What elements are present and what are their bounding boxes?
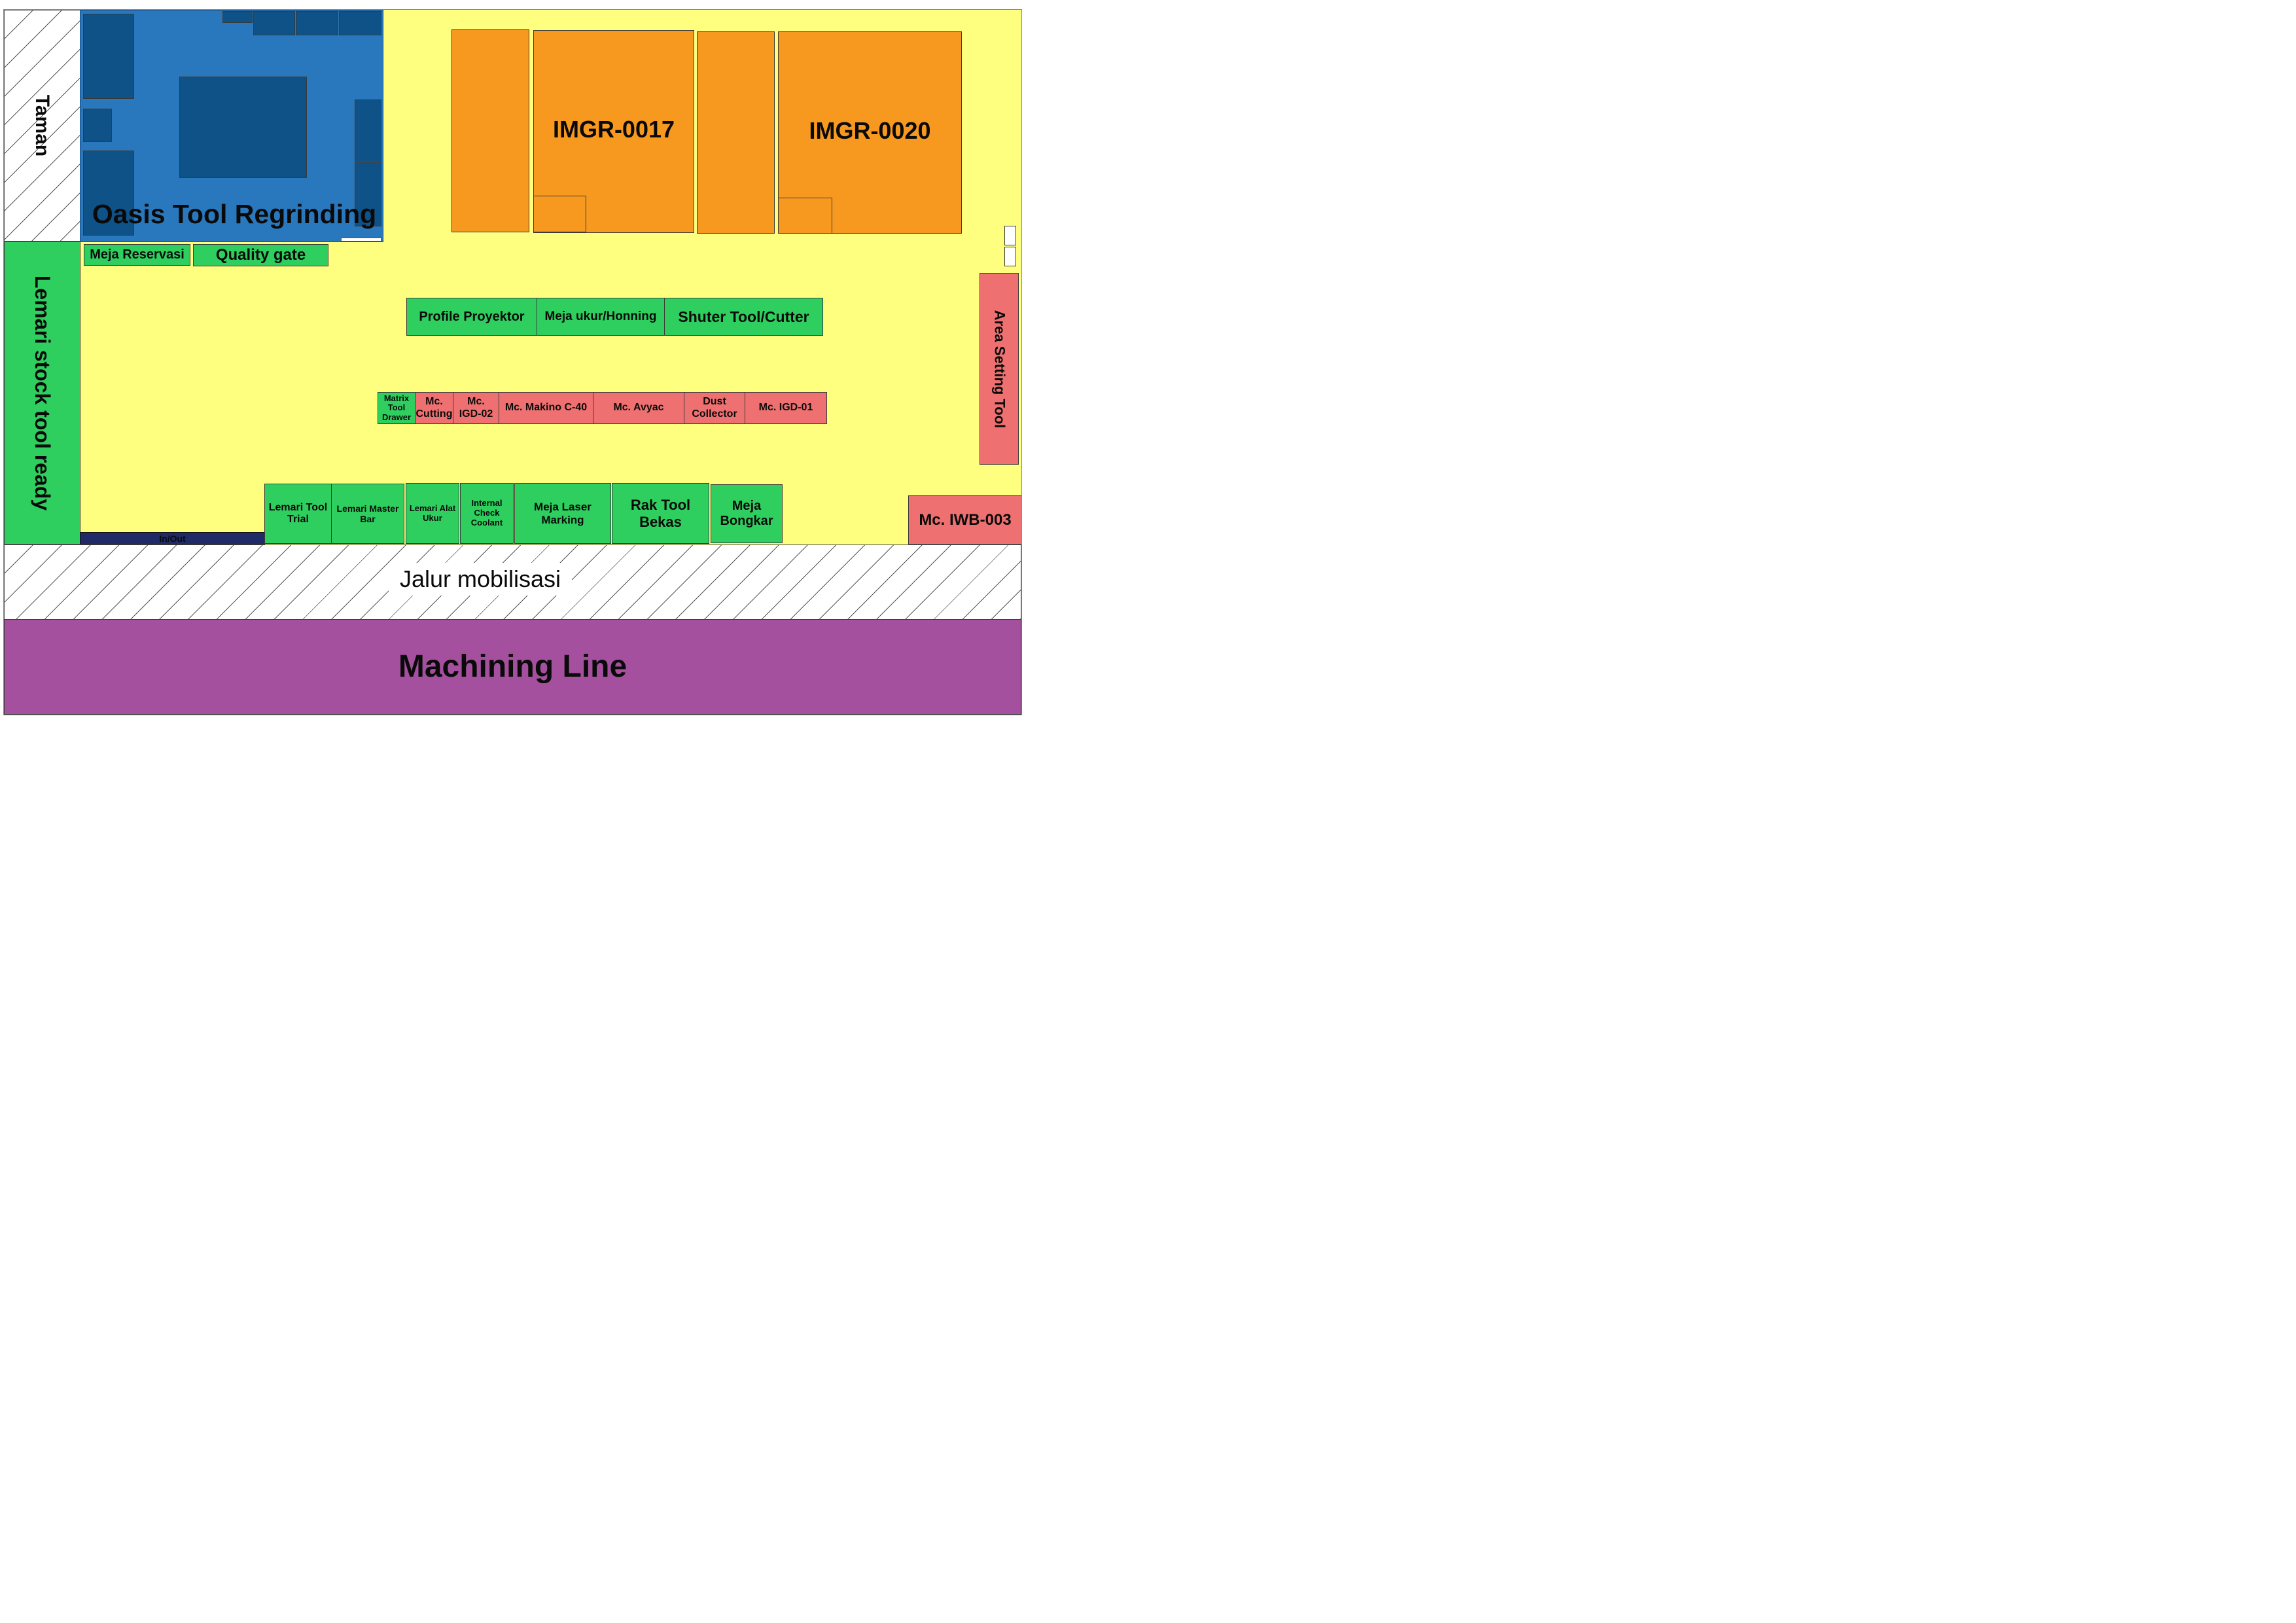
mc-iwb-003: Mc. IWB-003 <box>908 495 1022 544</box>
mc-igd-01: Mc. IGD-01 <box>745 392 827 424</box>
oasis-equipment-left-3 <box>83 151 134 236</box>
layout-canvas: Taman Oasis Tool Regrinding Lemari stock… <box>0 0 1026 724</box>
oasis-equipment-left-1 <box>83 14 134 99</box>
shuter-tool-cutter: Shuter Tool/Cutter <box>664 298 823 336</box>
machining-line-label: Machining Line <box>398 649 627 685</box>
oasis-equipment-top-2 <box>296 11 338 35</box>
profile-proyektor: Profile Proyektor <box>406 298 537 336</box>
mc-igd-02-label: Mc. IGD-02 <box>459 396 493 419</box>
oasis-equipment-right-1 <box>355 99 381 162</box>
imgr-0017-side-unit <box>451 29 529 232</box>
in-out-label: In/Out <box>159 533 186 544</box>
lemari-master-bar: Lemari Master Bar <box>331 484 404 544</box>
mc-makino-label: Mc. Makino C-40 <box>504 402 588 414</box>
oasis-equipment-top-small <box>222 11 253 23</box>
mc-avyac-label: Mc. Avyac <box>613 402 664 414</box>
mc-cutting-label: Mc. Cutting <box>415 396 453 419</box>
meja-reservasi-label: Meja Reservasi <box>90 247 185 262</box>
mc-makino-c40: Mc. Makino C-40 <box>499 392 593 424</box>
lemari-alat-ukur-label: Lemari Alat Ukur <box>409 503 456 523</box>
quality-gate: Quality gate <box>193 244 328 266</box>
internal-check-coolant: Internal Check Coolant <box>460 483 514 544</box>
rak-tool-bekas: Rak Tool Bekas <box>612 483 709 544</box>
oasis-equipment-right-2 <box>355 162 381 226</box>
shuter-tool-label: Shuter Tool/Cutter <box>678 308 809 325</box>
lemari-tool-trial: Lemari Tool Trial <box>264 484 332 544</box>
meja-laser-marking: Meja Laser Marking <box>514 483 611 544</box>
mc-igd-02: Mc. IGD-02 <box>453 392 499 424</box>
lemari-tool-trial-label: Lemari Tool Trial <box>268 501 328 525</box>
imgr-0017-control-panel <box>533 196 586 232</box>
oasis-equipment-left-2 <box>83 109 112 142</box>
matrix-tool-drawer: Matrix Tool Drawer <box>378 392 415 424</box>
oasis-label: Oasis Tool Regrinding <box>92 199 377 230</box>
meja-reservasi: Meja Reservasi <box>84 244 190 266</box>
imgr-0020-control-panel <box>778 198 832 234</box>
in-out-strip: In/Out <box>80 532 265 544</box>
imgr-0020-side-unit <box>697 31 775 234</box>
jalur-label-box: Jalur mobilisasi <box>389 563 572 596</box>
small-cabinet-1 <box>1004 226 1016 245</box>
small-cabinet-2 <box>1004 247 1016 266</box>
outer-frame <box>3 9 1022 715</box>
oasis-equipment-center <box>179 77 307 178</box>
dust-collector: Dust Collector <box>684 392 745 424</box>
area-setting-tool <box>980 273 1019 465</box>
meja-ukur-label: Meja ukur/Honning <box>544 310 657 324</box>
imgr-0017-label: IMGR-0017 <box>552 116 675 143</box>
oasis-equipment-top-1 <box>253 11 295 35</box>
dust-collector-label: Dust Collector <box>692 396 737 419</box>
machining-line: Machining Line <box>4 619 1021 715</box>
taman-zone <box>4 10 80 241</box>
lemari-stock-tool-ready <box>4 241 80 544</box>
oasis-label-box: Oasis Tool Regrinding <box>85 196 383 233</box>
oasis-equipment-corner-tag <box>341 238 381 241</box>
quality-gate-label: Quality gate <box>215 246 306 264</box>
meja-ukur-honning: Meja ukur/Honning <box>537 298 665 336</box>
imgr-0020-label: IMGR-0020 <box>809 117 931 144</box>
mc-avyac: Mc. Avyac <box>593 392 684 424</box>
profile-proyektor-label: Profile Proyektor <box>419 309 525 324</box>
rak-tool-bekas-label: Rak Tool Bekas <box>630 497 691 530</box>
mc-igd-01-label: Mc. IGD-01 <box>758 402 813 414</box>
jalur-label: Jalur mobilisasi <box>399 565 561 593</box>
lemari-alat-ukur: Lemari Alat Ukur <box>406 483 459 544</box>
mc-iwb-003-label: Mc. IWB-003 <box>919 510 1012 529</box>
lemari-master-bar-label: Lemari Master Bar <box>336 503 399 524</box>
meja-bongkar-label: Meja Bongkar <box>720 499 773 528</box>
matrix-tool-drawer-label: Matrix Tool Drawer <box>381 393 412 422</box>
mc-cutting: Mc. Cutting <box>415 392 453 424</box>
meja-laser-marking-label: Meja Laser Marking <box>534 500 592 526</box>
internal-check-coolant-label: Internal Check Coolant <box>470 498 503 527</box>
oasis-equipment-top-3 <box>339 11 381 35</box>
meja-bongkar: Meja Bongkar <box>711 484 783 543</box>
